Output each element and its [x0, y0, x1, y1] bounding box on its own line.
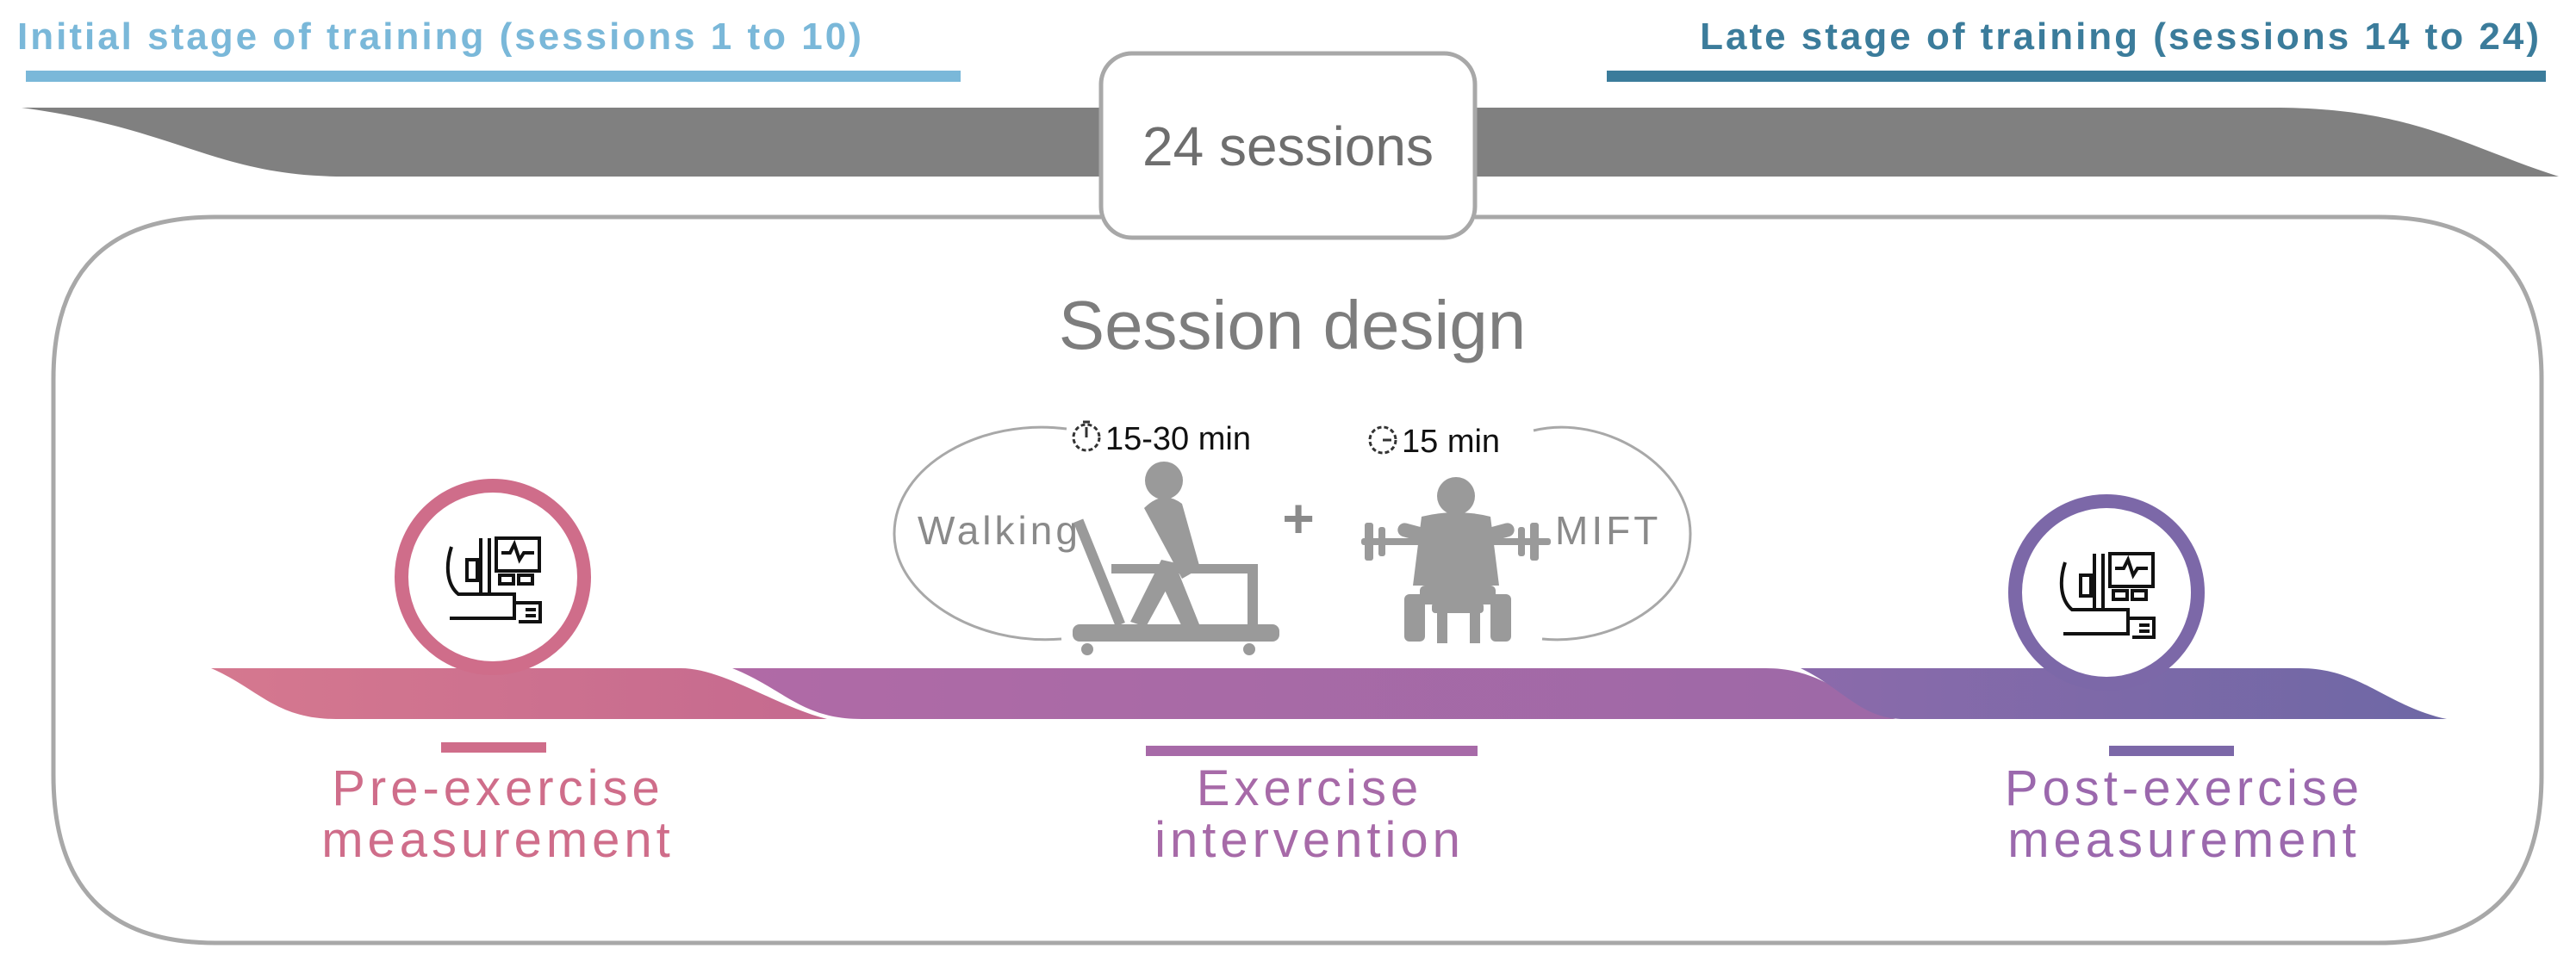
- mift-duration: 15 min: [1402, 424, 1500, 460]
- measurement-equipment-icon: [445, 536, 542, 623]
- post-phase-label-line2: measurement: [2007, 812, 2361, 868]
- treadmill-walker-icon: [1073, 462, 1279, 655]
- post-phase-label-line1: Post-exercise: [2005, 760, 2363, 816]
- late-stage-label: Late stage of training (sessions 14 to 2…: [1700, 16, 2542, 58]
- plus-sign: +: [1282, 487, 1314, 549]
- late-stage-underline: [1607, 71, 2546, 82]
- sessions-count-label: 24 sessions: [1142, 115, 1434, 177]
- post-phase-band: [1801, 668, 2447, 719]
- sessions-box: [1098, 51, 1478, 240]
- initial-stage-label: Initial stage of training (sessions 1 to…: [17, 16, 864, 58]
- seated-barbell-lifter-icon: [1361, 477, 1551, 643]
- exercise-phase-label-line1: Exercise: [1197, 760, 1422, 816]
- walking-bubble: [893, 425, 1067, 642]
- mift-label: MIFT: [1555, 508, 1661, 553]
- initial-stage-underline: [26, 71, 961, 82]
- timeline-band: [22, 108, 1120, 177]
- post-measurement-ring: [2008, 494, 2205, 691]
- session-design-frame: [51, 214, 2544, 946]
- exercise-phase-band: [732, 668, 1895, 719]
- pre-phase-label-line1: Pre-exercise: [332, 760, 664, 816]
- session-design-title: Session design: [1059, 287, 1527, 363]
- pre-phase-marker: [441, 742, 546, 753]
- pre-phase-band: [211, 668, 827, 719]
- stopwatch-icon-mift: [1368, 425, 1397, 455]
- pre-phase-label-line2: measurement: [321, 812, 675, 868]
- mift-bubble: [1533, 425, 1692, 642]
- post-phase-marker: [2109, 746, 2234, 756]
- timeline-band-late: [1456, 108, 2559, 177]
- walking-label: Walking: [918, 508, 1081, 553]
- exercise-phase-label-line2: intervention: [1154, 812, 1465, 868]
- stopwatch-icon: [1072, 420, 1101, 452]
- pre-measurement-ring: [395, 479, 591, 675]
- exercise-phase-marker: [1146, 746, 1478, 756]
- walking-duration: 15-30 min: [1105, 421, 1251, 457]
- measurement-equipment-icon-post: [2059, 552, 2156, 639]
